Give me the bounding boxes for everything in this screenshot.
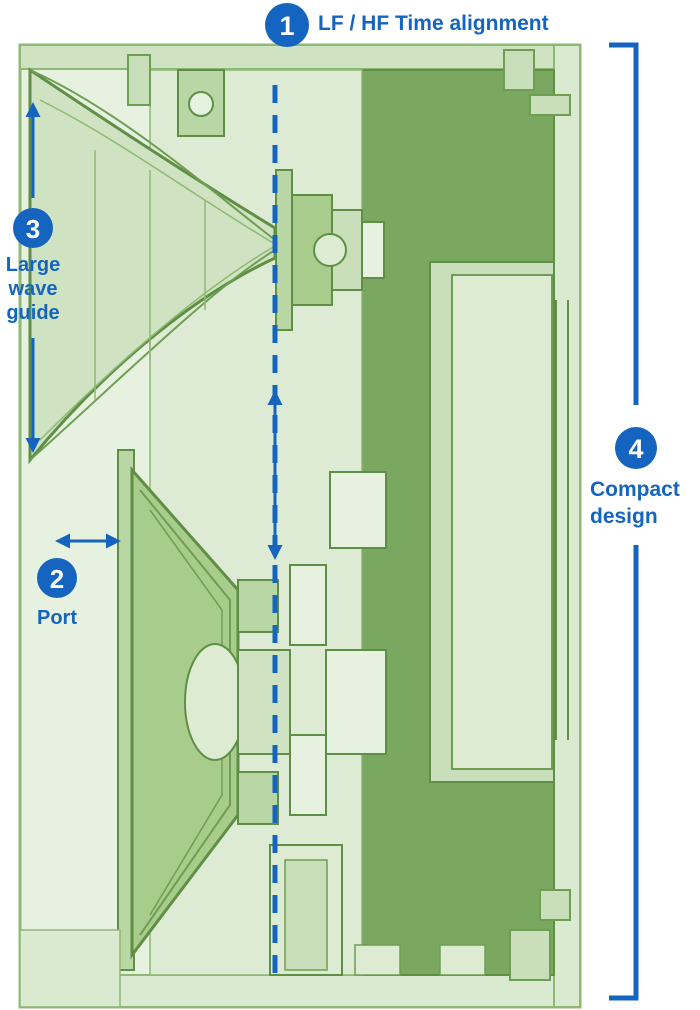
callout-3-badge [13,208,53,248]
callout-2-label: Port [37,607,77,629]
compact-design-bracket-bottom [609,545,639,1001]
callout-2-number: 2 [50,564,64,594]
callout-2-badge [37,558,77,598]
callout-4: 4 Compact design [590,427,680,528]
woofer-dust-cap [184,643,246,761]
callout-3-line-2: wave [8,278,58,300]
callout-1-number: 1 [279,11,294,41]
callout-3: 3 Large wave guide [6,208,60,324]
callout-3-line-3: guide [6,302,59,324]
cabinet-top-rail [19,44,581,70]
annotation-layer: 1 LF / HF Time alignment 3 Large wave gu… [6,3,680,1001]
callout-1: 1 LF / HF Time alignment [265,3,549,47]
woofer-basket-bottom [237,771,279,825]
woofer-magnet [237,649,291,755]
callout-3-line-1: Large [6,254,60,276]
hf-driver-plate [275,169,293,331]
callout-4-number: 4 [628,434,643,464]
callout-1-label: LF / HF Time alignment [318,12,549,35]
cabinet-drawing [18,43,582,1009]
top-bracket-right [503,49,535,91]
callout-4-badge [615,427,657,469]
callout-2: 2 Port [37,558,77,629]
callout-4-line-1: Compact [590,478,680,501]
top-bracket-left [127,54,151,106]
callout-3-number: 3 [26,214,40,244]
woofer-basket-top [237,579,279,633]
callout-4-line-2: design [590,505,658,528]
compact-design-bracket-top [609,42,639,405]
callout-1-badge [265,3,309,47]
woofer-motor [325,649,387,755]
amplifier-heatsink [451,274,553,770]
